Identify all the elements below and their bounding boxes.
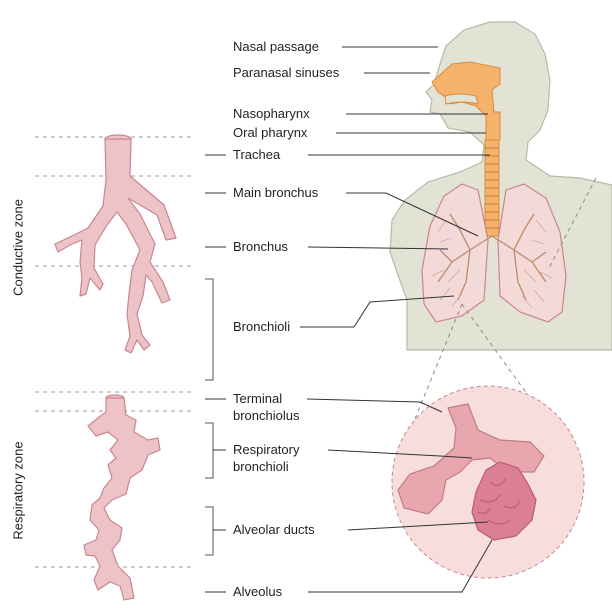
label-bronchioli: Bronchioli <box>233 319 290 335</box>
label-alveolar-ducts: Alveolar ducts <box>233 522 315 538</box>
label-nasal-passage: Nasal passage <box>233 39 319 55</box>
label-bronchus: Bronchus <box>233 239 288 255</box>
mouth <box>445 94 478 104</box>
label-terminal-bronchiolus-line1: Terminal <box>233 391 282 407</box>
alveolus-inset <box>392 386 584 578</box>
label-oral-pharynx: Oral pharynx <box>233 125 307 141</box>
zone-label-conductive: Conductive zone <box>11 198 26 298</box>
zone-label-respiratory: Respiratory zone <box>11 436 26 546</box>
label-respiratory-bronchioli-line1: Respiratory <box>233 442 299 458</box>
label-alveolus: Alveolus <box>233 584 282 600</box>
trachea-tube <box>485 140 499 236</box>
respiratory-airway <box>84 395 160 600</box>
label-respiratory-bronchioli-line2: bronchioli <box>233 459 289 475</box>
conductive-airway-tree <box>55 135 176 353</box>
label-terminal-bronchiolus-line2: bronchiolus <box>233 408 300 424</box>
brackets <box>205 279 213 555</box>
label-paranasal-sinuses: Paranasal sinuses <box>233 65 339 81</box>
label-nasopharynx: Nasopharynx <box>233 106 310 122</box>
label-trachea: Trachea <box>233 147 280 163</box>
label-main-bronchus: Main bronchus <box>233 185 318 201</box>
